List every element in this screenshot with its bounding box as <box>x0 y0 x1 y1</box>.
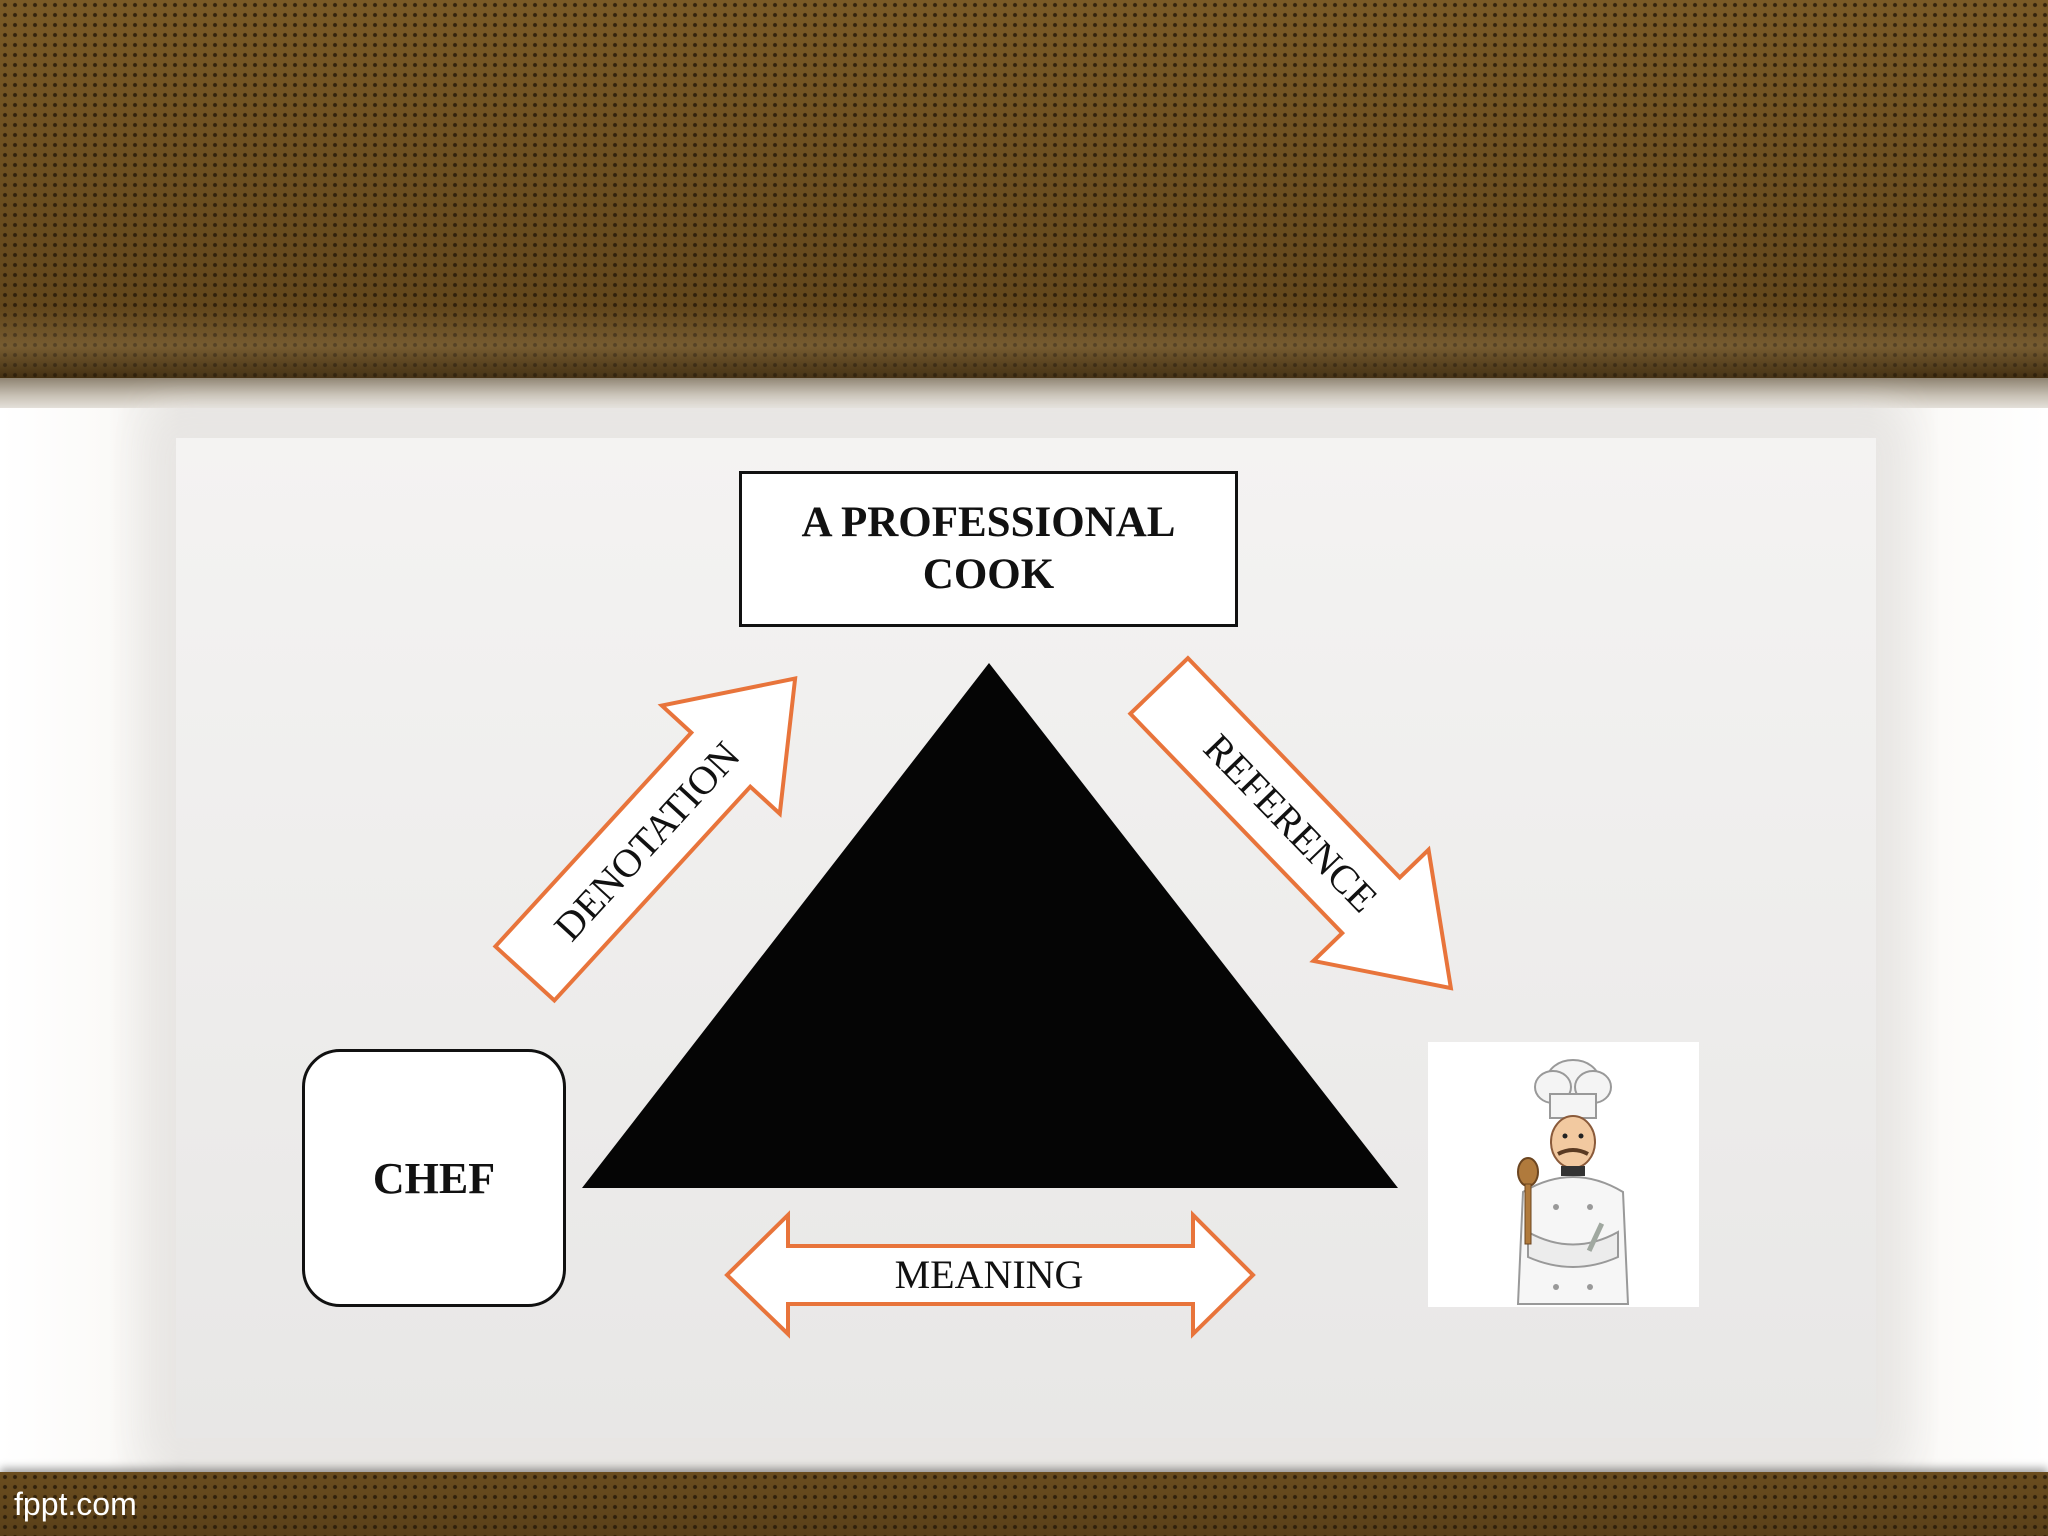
meaning-label: MEANING <box>895 1252 1084 1297</box>
denotation-label: DENOTATION <box>545 733 749 949</box>
chef-word-box: CHEF <box>302 1049 566 1307</box>
band-shadow <box>0 378 2048 408</box>
professional-cook-box: A PROFESSIONAL COOK <box>739 471 1238 627</box>
professional-cook-label: A PROFESSIONAL COOK <box>801 499 1176 598</box>
footer-brand: fppt.com <box>14 1486 137 1522</box>
central-triangle <box>582 663 1398 1188</box>
reference-label: REFERENCE <box>1195 725 1386 921</box>
chef-figure-icon <box>1516 1059 1630 1305</box>
chef-label: CHEF <box>372 1153 496 1203</box>
meaning-arrow: MEANING <box>724 1210 1256 1339</box>
right-glow <box>1868 408 2048 1472</box>
chef-illustration <box>1428 1042 1699 1307</box>
bottom-decorative-band <box>0 1472 2048 1536</box>
top-decorative-band <box>0 0 2048 378</box>
left-glow <box>0 408 180 1472</box>
